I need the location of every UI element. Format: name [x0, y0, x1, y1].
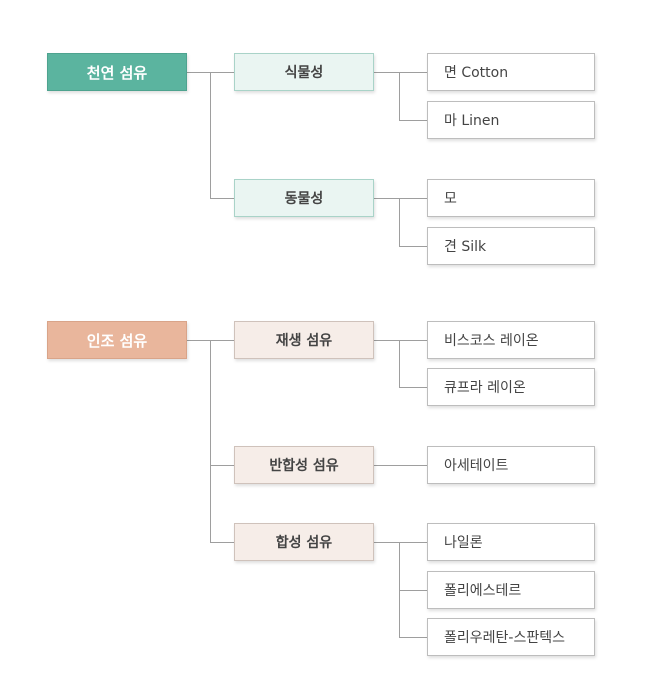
semi-synthetic-fiber-node: 반합성 섬유	[234, 446, 374, 484]
silk-node: 견 Silk	[427, 227, 595, 265]
polyurethane-spandex-node: 폴리우레탄-스판텍스	[427, 618, 595, 656]
regenerated-fiber-node: 재생 섬유	[234, 321, 374, 359]
synthetic-fiber-node: 합성 섬유	[234, 523, 374, 561]
viscose-rayon-node: 비스코스 레이온	[427, 321, 595, 359]
cupro-rayon-node: 큐프라 레이온	[427, 368, 595, 406]
acetate-node: 아세테이트	[427, 446, 595, 484]
wool-node: 모	[427, 179, 595, 217]
nylon-node: 나일론	[427, 523, 595, 561]
linen-node: 마 Linen	[427, 101, 595, 139]
plant-fiber-node: 식물성	[234, 53, 374, 91]
manmade-fiber-node: 인조 섬유	[47, 321, 187, 359]
animal-fiber-node: 동물성	[234, 179, 374, 217]
cotton-node: 면 Cotton	[427, 53, 595, 91]
polyester-node: 폴리에스테르	[427, 571, 595, 609]
natural-fiber-node: 천연 섬유	[47, 53, 187, 91]
